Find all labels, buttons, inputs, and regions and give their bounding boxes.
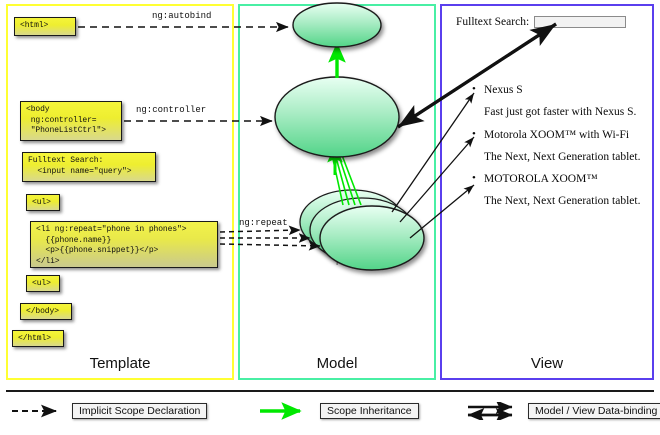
column-label-model: Model: [316, 355, 358, 372]
double-arrow-icon: [467, 402, 513, 420]
column-template: Template: [6, 4, 234, 380]
list-item-name: Nexus S: [472, 81, 648, 99]
view-search-label: Fulltext Search:: [456, 16, 530, 28]
code-box-html-open: <html>: [14, 17, 76, 36]
legend-label-implicit-scope-declaration: Implicit Scope Declaration: [72, 403, 208, 419]
edge-label-ng-repeat: ng:repeat: [239, 218, 288, 228]
code-box-fulltext-search: Fulltext Search: <input name="query">: [22, 152, 156, 182]
legend-label-scope-inheritance: Scope Inheritance: [320, 403, 419, 419]
edge-label-ng-controller: ng:controller: [136, 105, 207, 115]
column-model: Model: [238, 4, 436, 380]
search-input[interactable]: [534, 16, 627, 28]
list-item[interactable]: Nexus S Fast just got faster with Nexus …: [472, 81, 648, 122]
code-box-ul-open: <ul>: [26, 194, 60, 211]
list-item-name: Motorola XOOM™ with Wi-Fi: [472, 125, 648, 144]
code-box-li-ng-repeat: <li ng:repeat="phone in phones"> {{phone…: [30, 221, 218, 268]
legend-divider: [6, 390, 654, 392]
edge-label-ng-autobind: ng:autobind: [152, 11, 212, 21]
view-search-row: Fulltext Search:: [456, 16, 627, 28]
list-item-snippet: The Next, Next Generation tablet.: [484, 150, 641, 163]
legend-item-implicit-scope-declaration: Implicit Scope Declaration: [10, 402, 208, 420]
view-rendered-output: Fulltext Search: Nexus S Fast just got f…: [446, 10, 648, 370]
legend-item-model-view-data-binding: Model / View Data-binding: [466, 402, 660, 420]
legend: Implicit Scope Declaration Scope Inherit…: [6, 400, 660, 430]
code-box-body-open: <body ng:controller= "PhoneListCtrl">: [20, 101, 122, 141]
legend-item-scope-inheritance: Scope Inheritance: [258, 402, 419, 420]
list-item-name: MOTOROLA XOOM™: [472, 170, 648, 188]
list-item-snippet: The Next, Next Generation tablet.: [484, 195, 641, 208]
code-box-html-close: </html>: [12, 330, 64, 347]
code-box-body-close: </body>: [20, 303, 72, 320]
column-label-template: Template: [89, 355, 151, 372]
list-item[interactable]: Motorola XOOM™ with Wi-Fi The Next, Next…: [472, 125, 648, 167]
view-phone-list: Nexus S Fast just got faster with Nexus …: [472, 81, 648, 216]
code-box-ul-close: <ul>: [26, 275, 60, 292]
column-label-view: View: [530, 355, 564, 372]
green-arrow-icon: [260, 402, 302, 420]
legend-label-model-view-data-binding: Model / View Data-binding: [528, 403, 660, 419]
list-item-snippet: Fast just got faster with Nexus S.: [484, 106, 637, 119]
dashed-arrow-icon: [12, 404, 57, 418]
list-item[interactable]: MOTOROLA XOOM™ The Next, Next Generation…: [472, 170, 648, 211]
